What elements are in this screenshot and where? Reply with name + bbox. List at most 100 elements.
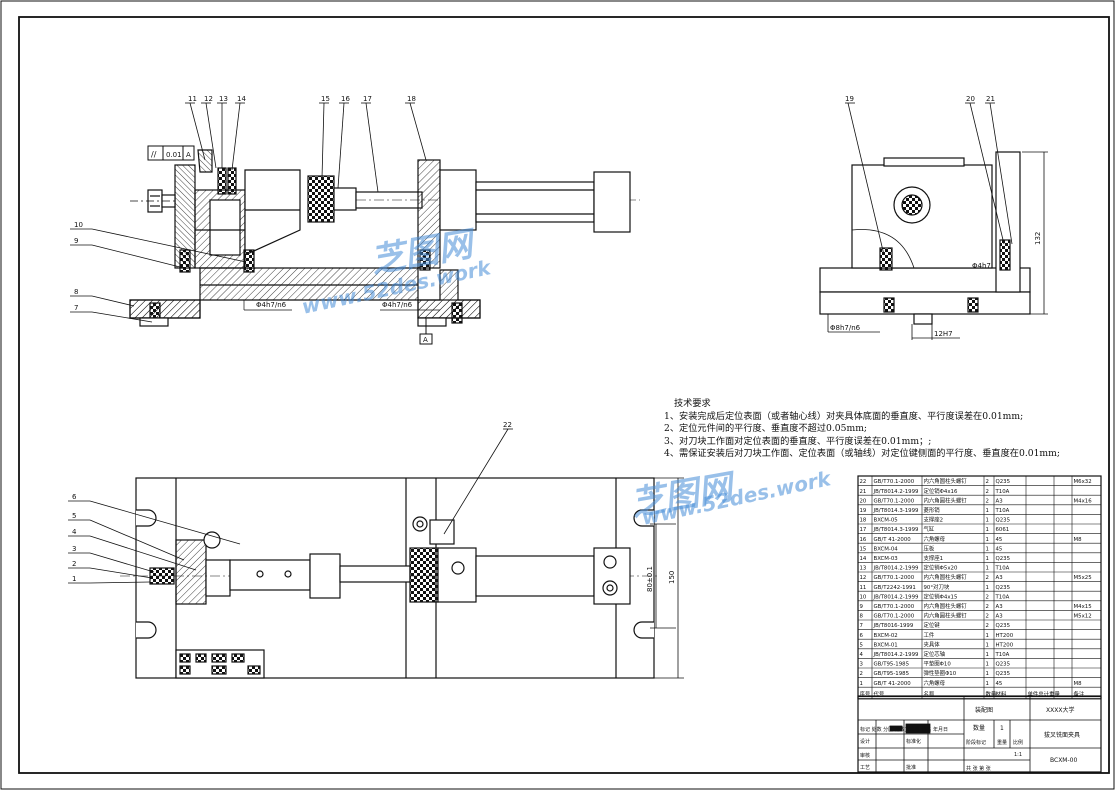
bom-header-qty: 数量 [986,690,997,698]
balloon-17: 17 [363,95,372,103]
bom-cell-name: 定位销Φ5x20 [924,564,958,572]
bom-cell-code: GB/T70.1-2000 [874,575,915,581]
bom-cell-name: 平垫圈Φ10 [924,660,952,668]
tolerance-frame: // 0.01 A [147,145,195,161]
bom-cell-name: 气缸 [924,525,935,533]
bom-cell-no: 10 [860,594,867,600]
technical-requirements: 技术要求 1、安装完成后定位表面（或者轴心线）对夹具体底面的垂直度、平行度误差在… [664,398,1060,461]
bom-cell-mat: A3 [996,575,1003,581]
bom-cell-name: 内六角圆柱头螺钉 [924,602,968,610]
bom-cell-mat: Q235 [996,479,1011,485]
top-view-annotations [68,428,684,679]
bom-cell-code: JB/T8014.2-1999 [873,652,919,658]
svg-text:Φ4h7/n6: Φ4h7/n6 [256,301,287,309]
bom-cell-name: 弹性垫圈Φ10 [924,669,957,677]
bom-header-note: 备注 [1074,690,1085,698]
balloon-11: 11 [188,95,197,103]
bom-cell-code: BXCM-03 [874,556,898,562]
bom-cell-name: 压板 [924,544,935,552]
bom-cell-mat: 6061 [996,527,1010,533]
svg-text:数量: 数量 [973,724,985,732]
balloon-22: 22 [503,421,512,429]
bom-cell-code: BXCM-02 [874,633,898,639]
bom-cell-mat: Q235 [996,662,1011,668]
bom-cell-code: BXCM-05 [874,518,898,524]
svg-text:重量: 重量 [997,739,1007,746]
bom-cell-name: 夹具体 [924,640,941,648]
bom-cell-note: M8 [1074,537,1083,543]
svg-text:设计: 设计 [860,738,870,745]
bom-cell-no: 6 [860,633,864,639]
bom-cell-code: GB/T70.1-2000 [874,604,915,610]
bom-cell-qty: 1 [986,527,989,533]
svg-text:12H7: 12H7 [934,330,953,338]
bom-cell-name: 90°对刀块 [924,583,950,591]
balloon-19: 19 [845,95,854,103]
bom-cell-code: GB/T 41-2000 [874,681,912,687]
tech-item-2: 2、定位元件间的平行度、垂直度不超过0.05mm; [664,423,868,435]
bom-cell-name: 定位键 [924,621,941,629]
bom-cell-note: M5x25 [1074,575,1092,581]
svg-text:批准: 批准 [906,764,916,771]
bom-cell-no: 19 [860,508,867,514]
bom-cell-name: 定位销Φ4x15 [924,592,958,600]
bom-header-weight: 单件总计重量 [1028,690,1061,698]
bom-cell-qty: 1 [986,662,989,668]
bom-cell-qty: 2 [986,479,989,485]
front-view-leaders [70,102,427,323]
svg-text:比例: 比例 [1013,739,1023,746]
bom-cell-no: 7 [860,623,863,629]
bom-cell-name: 六角螺母 [924,679,946,687]
bom-cell-mat: Q235 [996,623,1011,629]
inner-frame [18,16,1110,774]
bom-cell-code: GB/T95-1985 [874,671,910,677]
bom-cell-qty: 1 [986,537,989,543]
tech-item-1: 1、安装完成后定位表面（或者轴心线）对夹具体底面的垂直度、平行度误差在0.01m… [664,410,1024,422]
bom-cell-no: 13 [860,566,867,572]
bom-cell-code: JB/T8014.2-1999 [873,566,919,572]
bom-cell-code: JB/T8014.2-1999 [873,489,919,495]
bom-cell-no: 9 [860,604,864,610]
tech-item-4: 4、需保证安装后对刀块工作面、定位表面（或轴线）对定位键侧面的平行度、垂直度在0… [664,448,1060,460]
balloon-16: 16 [341,95,350,103]
bom-cell-note: M4x15 [1074,604,1092,610]
bom-cell-code: JB/T8016-1999 [873,623,914,629]
bom-cell-qty: 1 [986,566,989,572]
svg-text:A: A [423,336,428,344]
side-view-annotations [827,102,1048,340]
balloon-3: 3 [72,545,76,553]
balloon-18: 18 [407,95,416,103]
svg-text:1:1: 1:1 [1014,752,1022,758]
bom-cell-qty: 1 [986,671,989,677]
bom-cell-qty: 2 [986,498,989,504]
bom-cell-name: 定位芯轴 [924,650,946,658]
bom-cell-no: 16 [860,537,867,543]
bom-cell-no: 22 [860,479,867,485]
bom-cell-code: GB/T 41-2000 [874,537,912,543]
bom-cell-name: 内六角圆柱头螺钉 [924,612,968,620]
drawing-title: 拔叉铣面夹具 [1044,731,1080,739]
top-view [120,477,660,679]
svg-text:共 张 第 张: 共 张 第 张 [966,765,991,772]
bom-cell-note: M4x16 [1074,498,1093,504]
balloon-13: 13 [219,95,228,103]
bom-header-no: 序号 [860,690,871,698]
balloon-6: 6 [72,493,77,501]
bom-cell-name: 内六角圆柱头螺钉 [924,496,968,504]
balloon-15: 15 [321,95,330,103]
bom-cell-mat: Q235 [996,671,1011,677]
bom-cell-mat: HT200 [996,633,1014,639]
balloon-2: 2 [72,560,76,568]
bom-cell-mat: A3 [996,614,1003,620]
bom-cell-no: 1 [860,681,863,687]
bom-cell-no: 11 [860,585,867,591]
bom-cell-no: 12 [860,575,867,581]
bom-cell-mat: T10A [995,489,1010,495]
bom-cell-name: 内六角圆柱头螺钉 [924,573,968,581]
bom-cell-qty: 1 [986,518,989,524]
bom-cell-qty: 2 [986,604,989,610]
drawing-number: BCXM-00 [1050,757,1077,764]
balloon-7: 7 [74,304,78,312]
